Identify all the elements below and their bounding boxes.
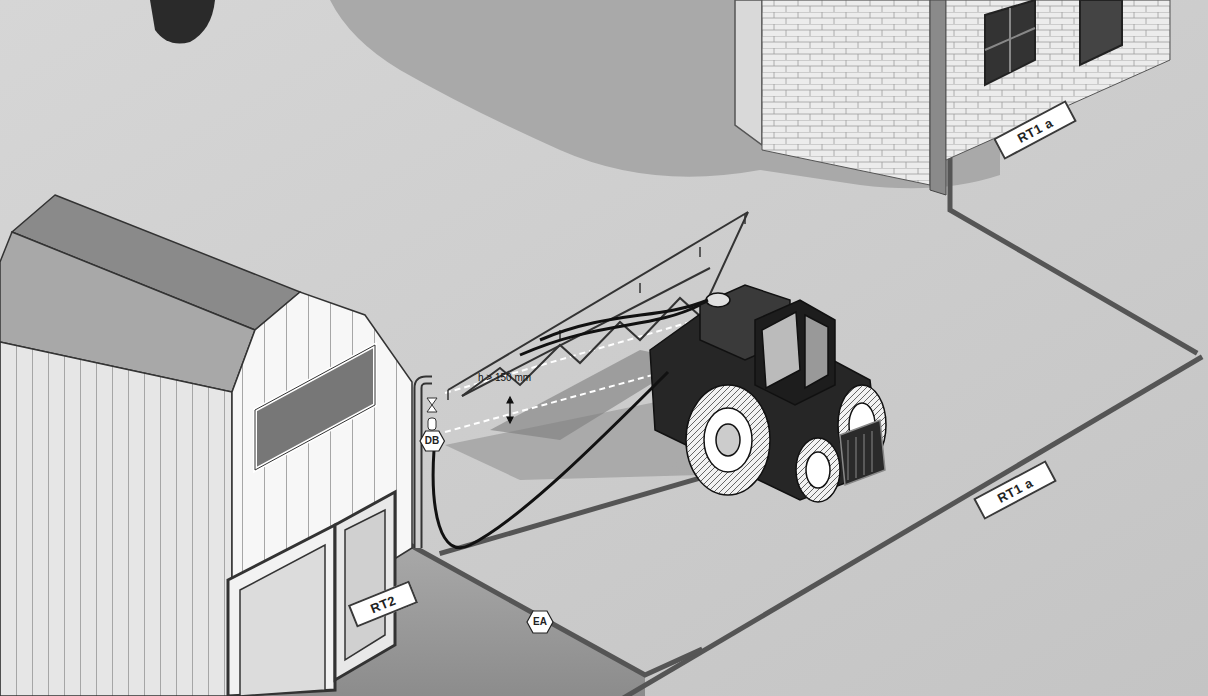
dimension-arrow <box>507 397 513 423</box>
filling-hose <box>433 300 708 548</box>
drain-channel-part <box>412 546 700 675</box>
tractor-part <box>686 385 770 495</box>
hexagon-symbol: DB <box>419 430 445 452</box>
tractor-part <box>716 424 740 456</box>
brick-building-part <box>735 0 762 145</box>
barn-part <box>240 545 325 696</box>
barn-part <box>255 345 375 470</box>
brick-building-part <box>946 0 1170 160</box>
symbol-code: EA <box>533 617 547 627</box>
dimension-arrow-part <box>507 417 513 423</box>
brick-building <box>735 0 1170 195</box>
hexagon-symbol: EA <box>526 610 554 634</box>
dimension-arrow-part <box>507 397 513 403</box>
tractor-part <box>762 312 800 388</box>
barn-part <box>228 525 335 696</box>
ground-part <box>150 0 215 44</box>
drain-channel-part <box>620 358 1200 696</box>
tractor-part <box>796 438 840 502</box>
filling-hose-part <box>433 372 668 548</box>
filling-hose-part <box>540 300 708 340</box>
drain-channel-part <box>950 150 1195 352</box>
filling-hose-part <box>520 305 700 355</box>
tractor-part <box>706 293 730 307</box>
tractor <box>650 285 886 502</box>
filling-pipe-part <box>428 418 436 430</box>
filling-pipe-part <box>427 398 437 412</box>
tractor-part <box>755 300 835 405</box>
barn-part <box>0 342 232 696</box>
brick-building-part <box>985 8 1035 72</box>
barn-part <box>345 510 385 660</box>
barn <box>0 195 412 696</box>
tractor-part <box>840 420 885 485</box>
filling-pipe-part <box>418 380 432 548</box>
barn-part <box>255 345 375 470</box>
dimension-label: h > 150 mm <box>478 372 531 383</box>
filling-pipe-part <box>418 380 432 548</box>
barn-part <box>335 492 395 680</box>
brick-building-part <box>1080 0 1122 65</box>
area-code: RT2 <box>368 593 397 615</box>
drain-channel-part <box>442 478 700 553</box>
tractor-part <box>805 315 828 388</box>
symbol-code: DB <box>425 436 439 446</box>
brick-building-part <box>762 0 930 185</box>
tractor-part <box>848 431 872 480</box>
tractor-part <box>704 408 752 472</box>
ground-part <box>330 0 1000 188</box>
brick-building-part <box>930 0 946 195</box>
drain-channel <box>412 150 1200 696</box>
hexagon-shape <box>420 431 444 451</box>
hexagon-shape <box>527 611 553 633</box>
tractor-part <box>806 452 830 488</box>
brick-building-part <box>985 0 1035 85</box>
